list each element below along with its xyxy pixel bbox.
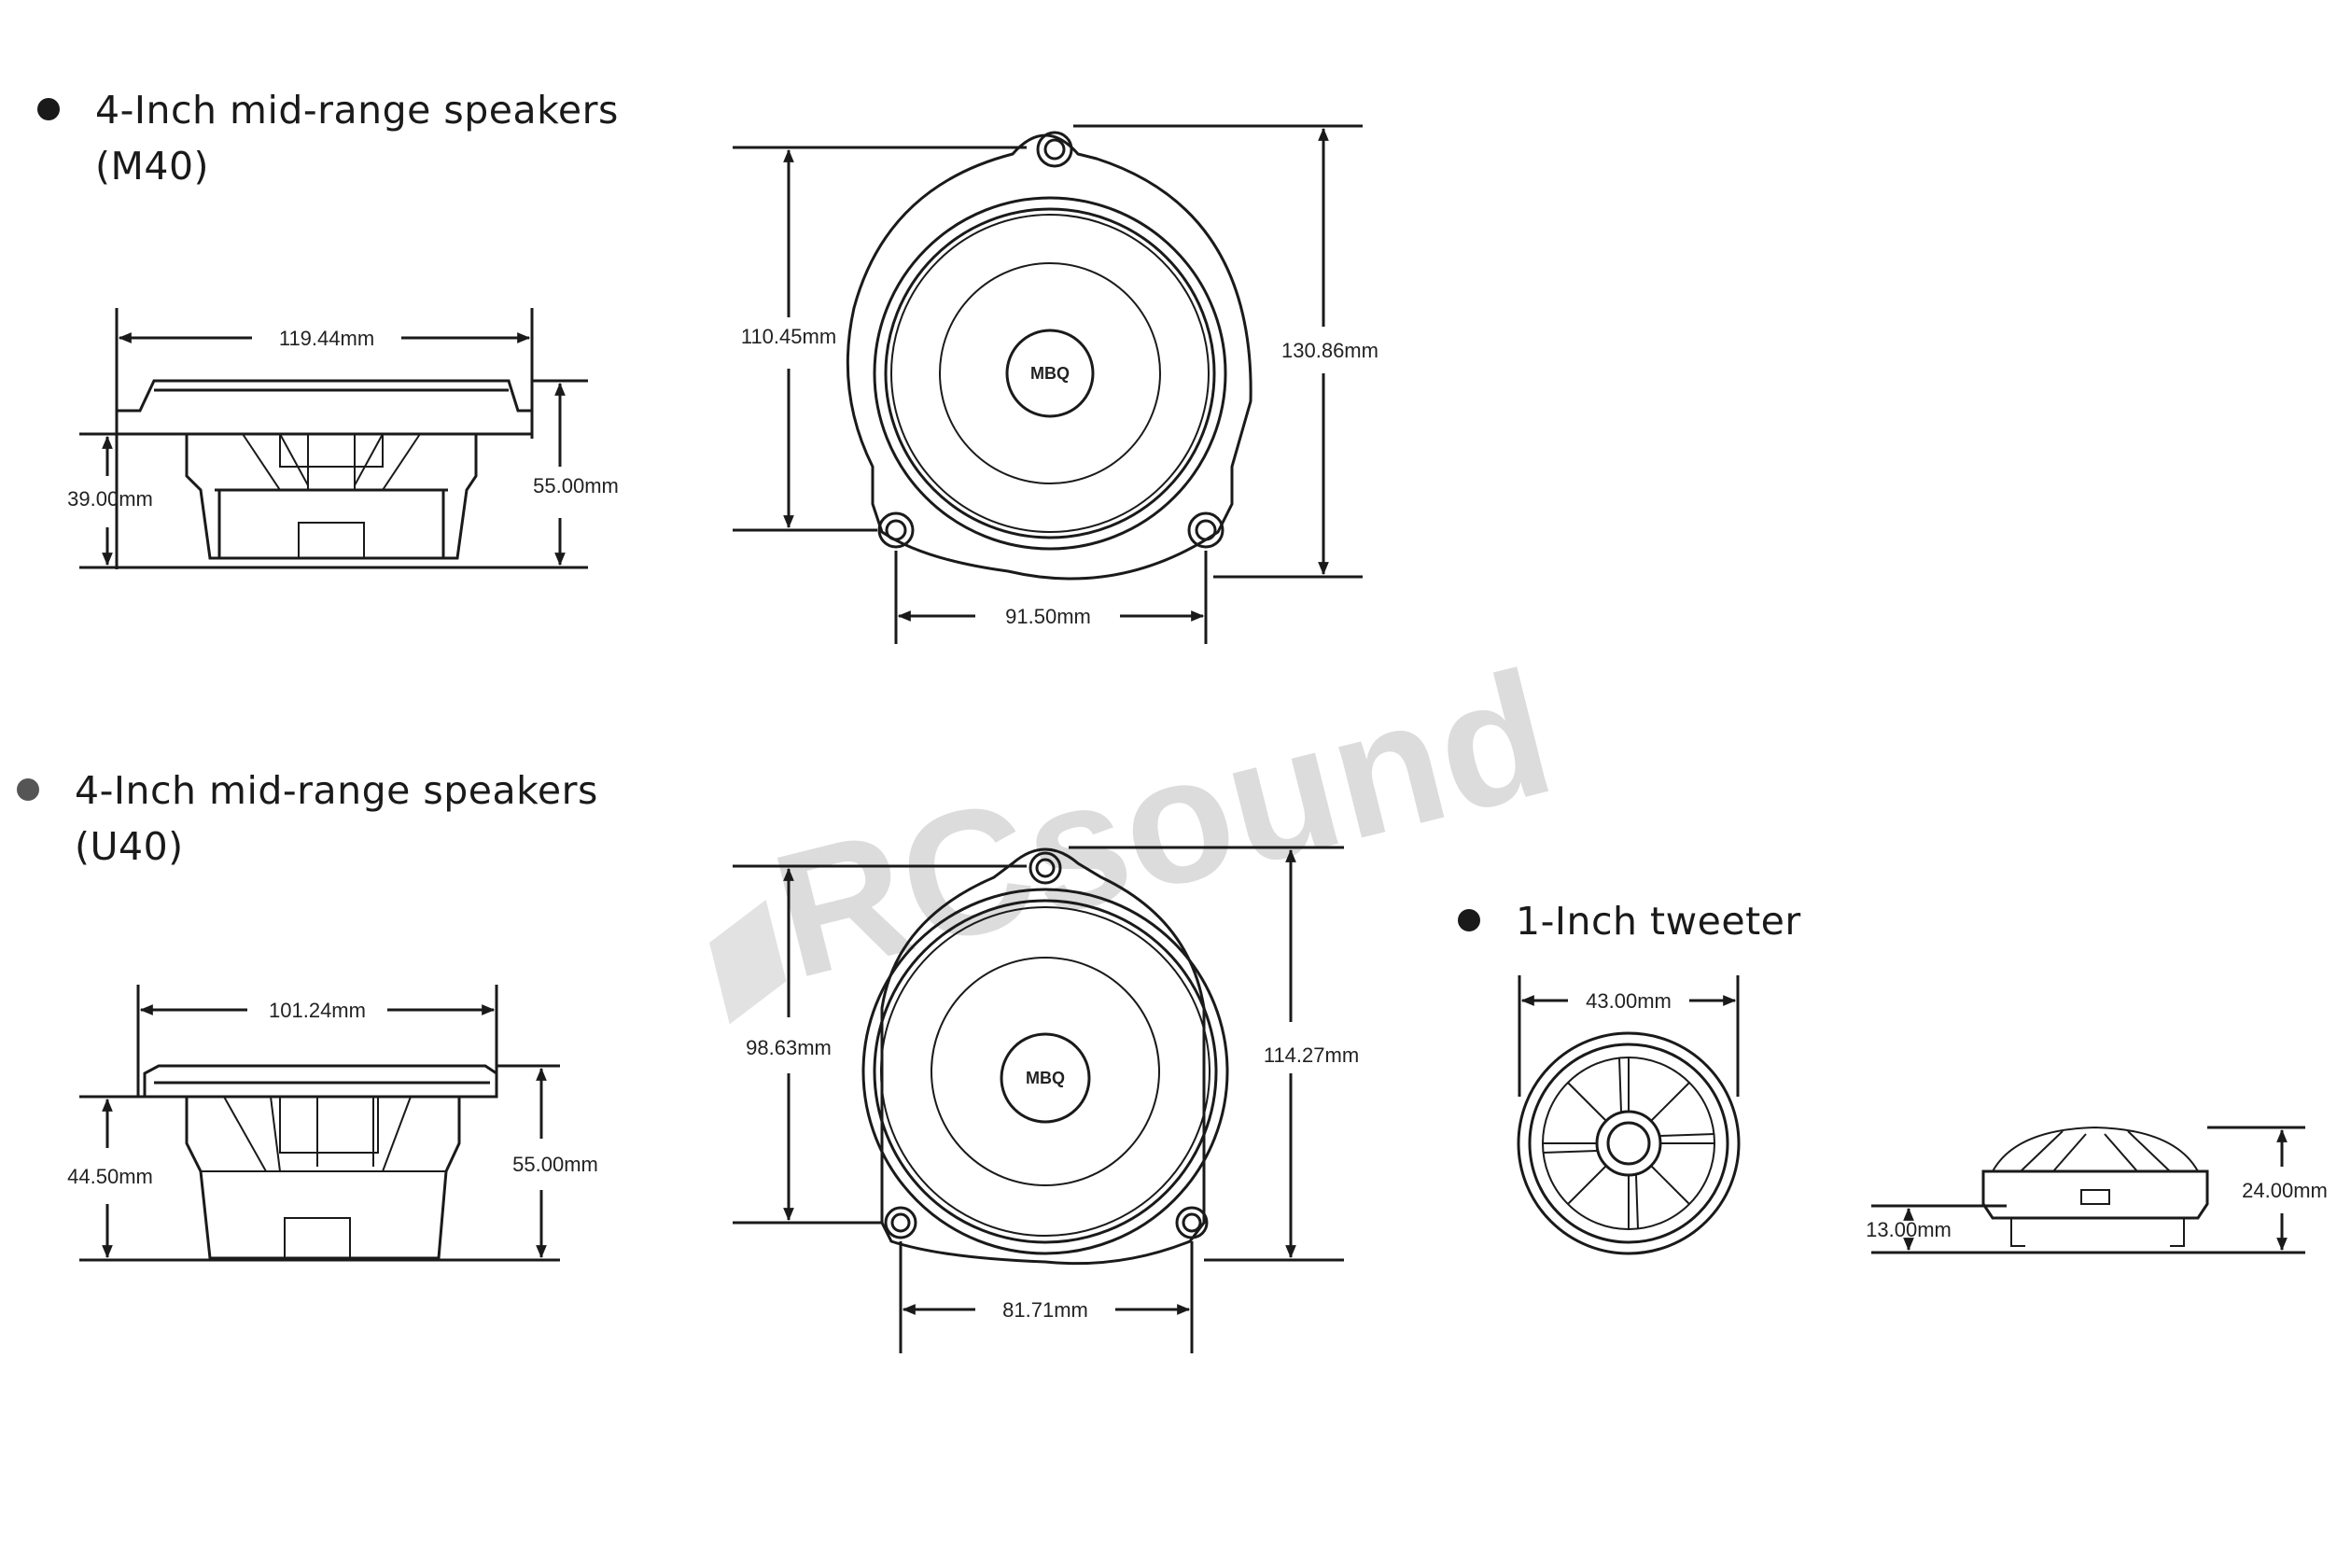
tweeter-front-view: [1517, 975, 1741, 1255]
u40-mount-hole-top: [1029, 851, 1062, 885]
u40-mount-ring-inner: [873, 899, 1218, 1244]
m40-side-depth-label: 39.00mm: [67, 487, 153, 511]
tweeter-side-view: [1871, 1126, 2305, 1254]
m40-front-view: [733, 124, 1363, 644]
m40-front-total-height-label: 130.86mm: [1281, 339, 1378, 362]
u40-dust-cap: [1000, 1032, 1091, 1124]
m40-magnet: [215, 488, 448, 558]
u40-mount-hole-left: [884, 1206, 917, 1239]
u40-front-total-height-label: 114.27mm: [1264, 1043, 1359, 1067]
tweeter-grille-spokes: [1542, 1057, 1715, 1230]
m40-front-outline: [846, 133, 1252, 581]
tweeter-side-body: [1981, 1169, 2209, 1220]
m40-front-hole-spacing-label: 91.50mm: [1005, 605, 1091, 628]
u40-mount-hole-top-inner: [1035, 858, 1056, 878]
heading-m40-title: 4-Inch mid-range speakers: [95, 88, 619, 133]
u40-side-width-label: 101.24mm: [269, 999, 366, 1022]
m40-cone: [939, 262, 1161, 484]
heading-u40: 4-Inch mid-range speakers (U40): [17, 763, 598, 875]
heading-m40-model: (M40): [95, 144, 210, 189]
u40-front-hole-spacing-label: 81.71mm: [1002, 1298, 1088, 1322]
m40-mount-hole-right-inner: [1195, 519, 1217, 541]
u40-terminal: [284, 1217, 351, 1258]
watermark: RCsound: [709, 634, 1570, 1025]
m40-dust-cap: [1005, 329, 1095, 418]
heading-tweeter: 1-Inch tweeter: [1458, 893, 1801, 949]
heading-u40-title: 4-Inch mid-range speakers: [75, 768, 598, 813]
u40-front-inner-height-label: 98.63mm: [746, 1036, 832, 1059]
bullet-icon: [37, 98, 60, 120]
u40-cone-ring: [880, 906, 1210, 1237]
tweeter-hub-outer: [1595, 1110, 1662, 1177]
m40-flange: [115, 379, 534, 436]
m40-mount-hole-top: [1036, 131, 1073, 168]
u40-side-height-label: 55.00mm: [512, 1153, 598, 1176]
watermark-mark-icon: [709, 899, 787, 1025]
m40-mount-hole-right: [1187, 511, 1224, 549]
tweeter-ring-2: [1528, 1043, 1729, 1244]
m40-mount-ring-inner: [884, 207, 1216, 539]
u40-mount-hole-right: [1175, 1206, 1209, 1239]
u40-mount-hole-right-inner: [1182, 1212, 1202, 1233]
u40-cone: [931, 957, 1160, 1186]
u40-mount-ring-outer: [861, 888, 1229, 1255]
u40-mount-hole-left-inner: [890, 1212, 911, 1233]
m40-front-inner-height-label: 110.45mm: [741, 325, 836, 348]
tweeter-depth-label: 13.00mm: [1866, 1218, 1952, 1241]
m40-mount-ring-outer: [873, 196, 1227, 551]
m40-cone-ring: [890, 214, 1210, 533]
m40-mount-hole-top-inner: [1043, 138, 1066, 161]
m40-basket-struts: [242, 433, 421, 491]
tweeter-side-clips: [2010, 1189, 2185, 1247]
m40-mount-hole-left-inner: [885, 519, 907, 541]
m40-mount-hole-left: [877, 511, 915, 549]
tweeter-hub-inner: [1606, 1121, 1651, 1166]
m40-terminal: [298, 522, 365, 558]
u40-flange: [143, 1064, 498, 1099]
heading-m40: 4-Inch mid-range speakers (M40): [37, 82, 619, 194]
tweeter-side-grille: [2020, 1130, 2171, 1172]
u40-side-depth-label: 44.50mm: [67, 1165, 153, 1188]
bullet-icon: [1458, 909, 1480, 931]
m40-side-width-label: 119.44mm: [279, 327, 374, 350]
m40-side-height-label: 55.00mm: [533, 474, 619, 497]
tweeter-outer-ring: [1517, 1031, 1741, 1255]
heading-tweeter-title: 1-Inch tweeter: [1516, 899, 1801, 944]
watermark-text: RCsound: [757, 634, 1570, 1016]
u40-basket-struts: [223, 1096, 412, 1172]
bullet-icon: [17, 778, 39, 801]
m40-logo: MBQ: [1030, 364, 1070, 383]
u40-side-view: [79, 985, 560, 1262]
tweeter-diameter-label: 43.00mm: [1586, 989, 1672, 1013]
tweeter-height-label: 24.00mm: [2242, 1179, 2328, 1202]
heading-u40-model: (U40): [75, 824, 184, 869]
u40-logo: MBQ: [1026, 1069, 1065, 1087]
m40-basket: [185, 434, 478, 560]
u40-front-view: [733, 846, 1344, 1353]
tweeter-side-dome: [1992, 1126, 2199, 1172]
m40-side-view: [79, 308, 588, 569]
u40-basket: [185, 1097, 461, 1260]
